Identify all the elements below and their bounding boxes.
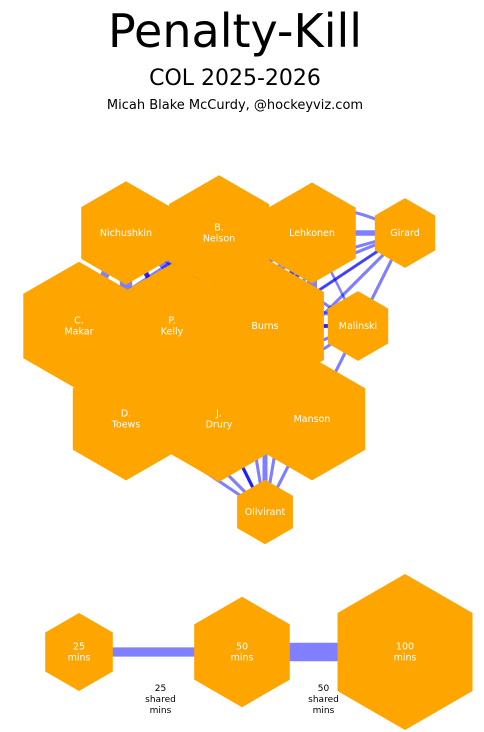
node-malinski: Malinski <box>327 291 389 361</box>
node-label: Manson <box>294 414 331 425</box>
legend-hexagon <box>45 613 113 691</box>
legend: 25sharedmins50sharedmins25mins50mins100m… <box>45 574 473 730</box>
node-lehkonen: Lehkonen <box>268 182 356 284</box>
legend-edge-caption: 25 <box>155 684 166 694</box>
node-manson: Manson <box>258 357 366 481</box>
node-hexagon <box>164 356 274 482</box>
legend-edge-caption: mins <box>150 706 172 716</box>
node-makar: C.Makar <box>23 261 135 391</box>
chart-credit: Micah Blake McCurdy, @hockeyviz.com <box>106 98 364 113</box>
legend-hexagon <box>194 596 290 708</box>
node-hexagon <box>237 479 293 545</box>
node-label: J. <box>215 409 222 420</box>
legend-node-label: 50 <box>236 642 248 653</box>
node-hexagon <box>72 357 180 481</box>
node-hexagon <box>206 258 324 394</box>
node-label: Makar <box>64 327 93 338</box>
node-hexagon <box>258 357 366 481</box>
legend-edge-caption: shared <box>308 695 339 705</box>
node-hexagon <box>327 291 389 361</box>
node-hexagon <box>118 263 226 389</box>
legend-node-label: 100 <box>396 642 414 653</box>
node-hexagon <box>23 261 135 391</box>
node-hexagon <box>168 175 270 291</box>
node-label: Olivirant <box>245 507 286 518</box>
chart-subtitle: COL 2025-2026 <box>149 66 321 91</box>
node-label: Nichushkin <box>100 228 152 239</box>
legend-hexagon <box>337 574 473 730</box>
node-label: Toews <box>111 420 141 431</box>
node-kelly: P.Kelly <box>118 263 226 389</box>
legend-node-label: mins <box>68 653 91 664</box>
legend-edge-caption: 50 <box>318 684 330 694</box>
legend-edge-caption: shared <box>145 695 176 705</box>
node-olivirant: Olivirant <box>237 479 293 545</box>
node-nelson: B.Nelson <box>168 175 270 291</box>
legend-node-label: 25 <box>73 642 85 653</box>
node-label: Lehkonen <box>289 228 335 239</box>
node-nichushkin: Nichushkin <box>81 181 171 285</box>
node-hexagon <box>374 198 436 268</box>
node-label: Burns <box>251 321 278 332</box>
node-label: P. <box>168 316 175 327</box>
node-label: C. <box>74 316 84 327</box>
node-burns: Burns <box>206 258 324 394</box>
node-label: D. <box>121 409 131 420</box>
node-drury: J.Drury <box>164 356 274 482</box>
node-label: Girard <box>390 228 420 239</box>
node-label: Nelson <box>203 234 235 245</box>
node-girard: Girard <box>374 198 436 268</box>
node-label: Drury <box>206 420 233 431</box>
legend-node-label: mins <box>231 653 254 664</box>
node-toews: D.Toews <box>72 357 180 481</box>
legend-edge-caption: mins <box>313 706 335 716</box>
node-hexagon <box>81 181 171 285</box>
chart-title: Penalty-Kill <box>107 4 363 58</box>
node-label: Kelly <box>161 327 184 338</box>
node-label: B. <box>214 223 224 234</box>
node-hexagon <box>268 182 356 284</box>
node-label: Malinski <box>339 321 377 332</box>
legend-node-label: mins <box>394 653 417 664</box>
